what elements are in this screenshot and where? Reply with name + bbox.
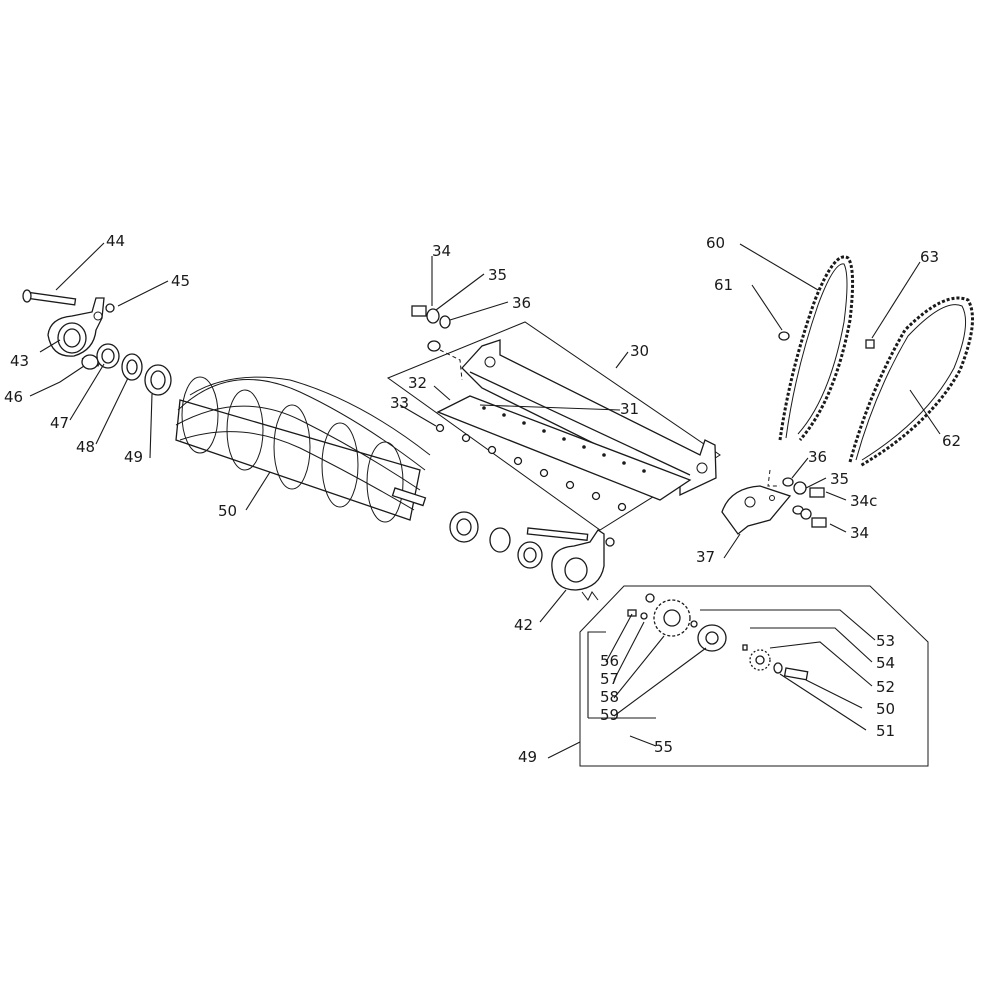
callout-62: 62 [942, 432, 961, 450]
part-61-clip [778, 331, 790, 341]
callout-59: 59 [600, 706, 619, 724]
callout-51: 51 [876, 722, 895, 740]
part-55-sub-assembly-bracket [587, 631, 606, 718]
callout-61: 61 [714, 276, 733, 294]
part-48-cutting-reel [175, 376, 431, 523]
part-62-chain [848, 296, 974, 468]
part-45-bearing [96, 343, 120, 369]
part-50-shaft-bolt [783, 667, 809, 681]
callout-42: 44 [106, 232, 125, 250]
callout-32: 32 [408, 374, 427, 392]
part-40-bearing-housing-right [449, 511, 615, 601]
callout-55: 55 [654, 738, 673, 756]
callout-41: 43 [10, 352, 29, 370]
callout-57: 57 [600, 670, 619, 688]
part-34-35-36-hardware-right [782, 477, 827, 528]
callout-53: 53 [876, 632, 895, 650]
callout-54: 54 [876, 654, 895, 672]
part-63-link [865, 339, 875, 349]
callout-56: 56 [600, 652, 619, 670]
callout-63: 63 [920, 248, 939, 266]
part-31-bedknife [436, 395, 692, 501]
callout-50: 50 [876, 700, 895, 718]
callout-36-right: 36 [808, 448, 827, 466]
callout-30: 30 [630, 342, 649, 360]
callout-31: 31 [620, 400, 639, 418]
callout-34-right: 34 [850, 524, 869, 542]
part-59-hub [690, 620, 727, 652]
part-34-bolt-top [411, 305, 441, 352]
callout-49: 49 [518, 748, 537, 766]
part-58-large-sprocket [645, 593, 691, 637]
callout-34c: 34c [850, 492, 877, 510]
part-57-washer [640, 612, 648, 620]
callout-45: 47 [50, 414, 69, 432]
part-54-key [742, 644, 748, 651]
assembly-path-top [439, 349, 463, 381]
part-42-pin [22, 289, 77, 306]
callout-36-top: 36 [512, 294, 531, 312]
callout-43: 45 [171, 272, 190, 290]
part-49-sprocket-assembly-box [579, 585, 929, 767]
callout-35-top: 35 [488, 266, 507, 284]
part-46-washer [121, 353, 143, 381]
part-41-bearing-housing-left [47, 297, 105, 357]
callout-34-top: 34 [432, 242, 451, 260]
part-52-small-sprocket [749, 649, 771, 671]
part-56-bolt [627, 609, 637, 617]
callout-44: 46 [4, 388, 23, 406]
part-60-chain [778, 255, 855, 441]
part-30-bedbar-assembly-frame [386, 321, 721, 531]
part-37-plate [721, 485, 792, 535]
part-47-seal [144, 364, 172, 396]
callout-46: 48 [76, 438, 95, 456]
part-51-washer [773, 662, 783, 674]
callout-35-right: 35 [830, 470, 849, 488]
callout-37: 37 [696, 548, 715, 566]
callout-58: 58 [600, 688, 619, 706]
part-35-washer-top [426, 308, 440, 324]
callout-48: 50 [218, 502, 237, 520]
callout-33: 33 [390, 394, 409, 412]
leader-lines [29, 242, 941, 759]
part-33-screws [435, 423, 627, 512]
part-36-washer-top [439, 315, 451, 329]
assembly-path-right [767, 469, 780, 487]
callout-40: 42 [514, 616, 533, 634]
part-43-nut [105, 303, 115, 313]
callout-52: 52 [876, 678, 895, 696]
callout-47: 49 [124, 448, 143, 466]
callout-60: 60 [706, 234, 725, 252]
